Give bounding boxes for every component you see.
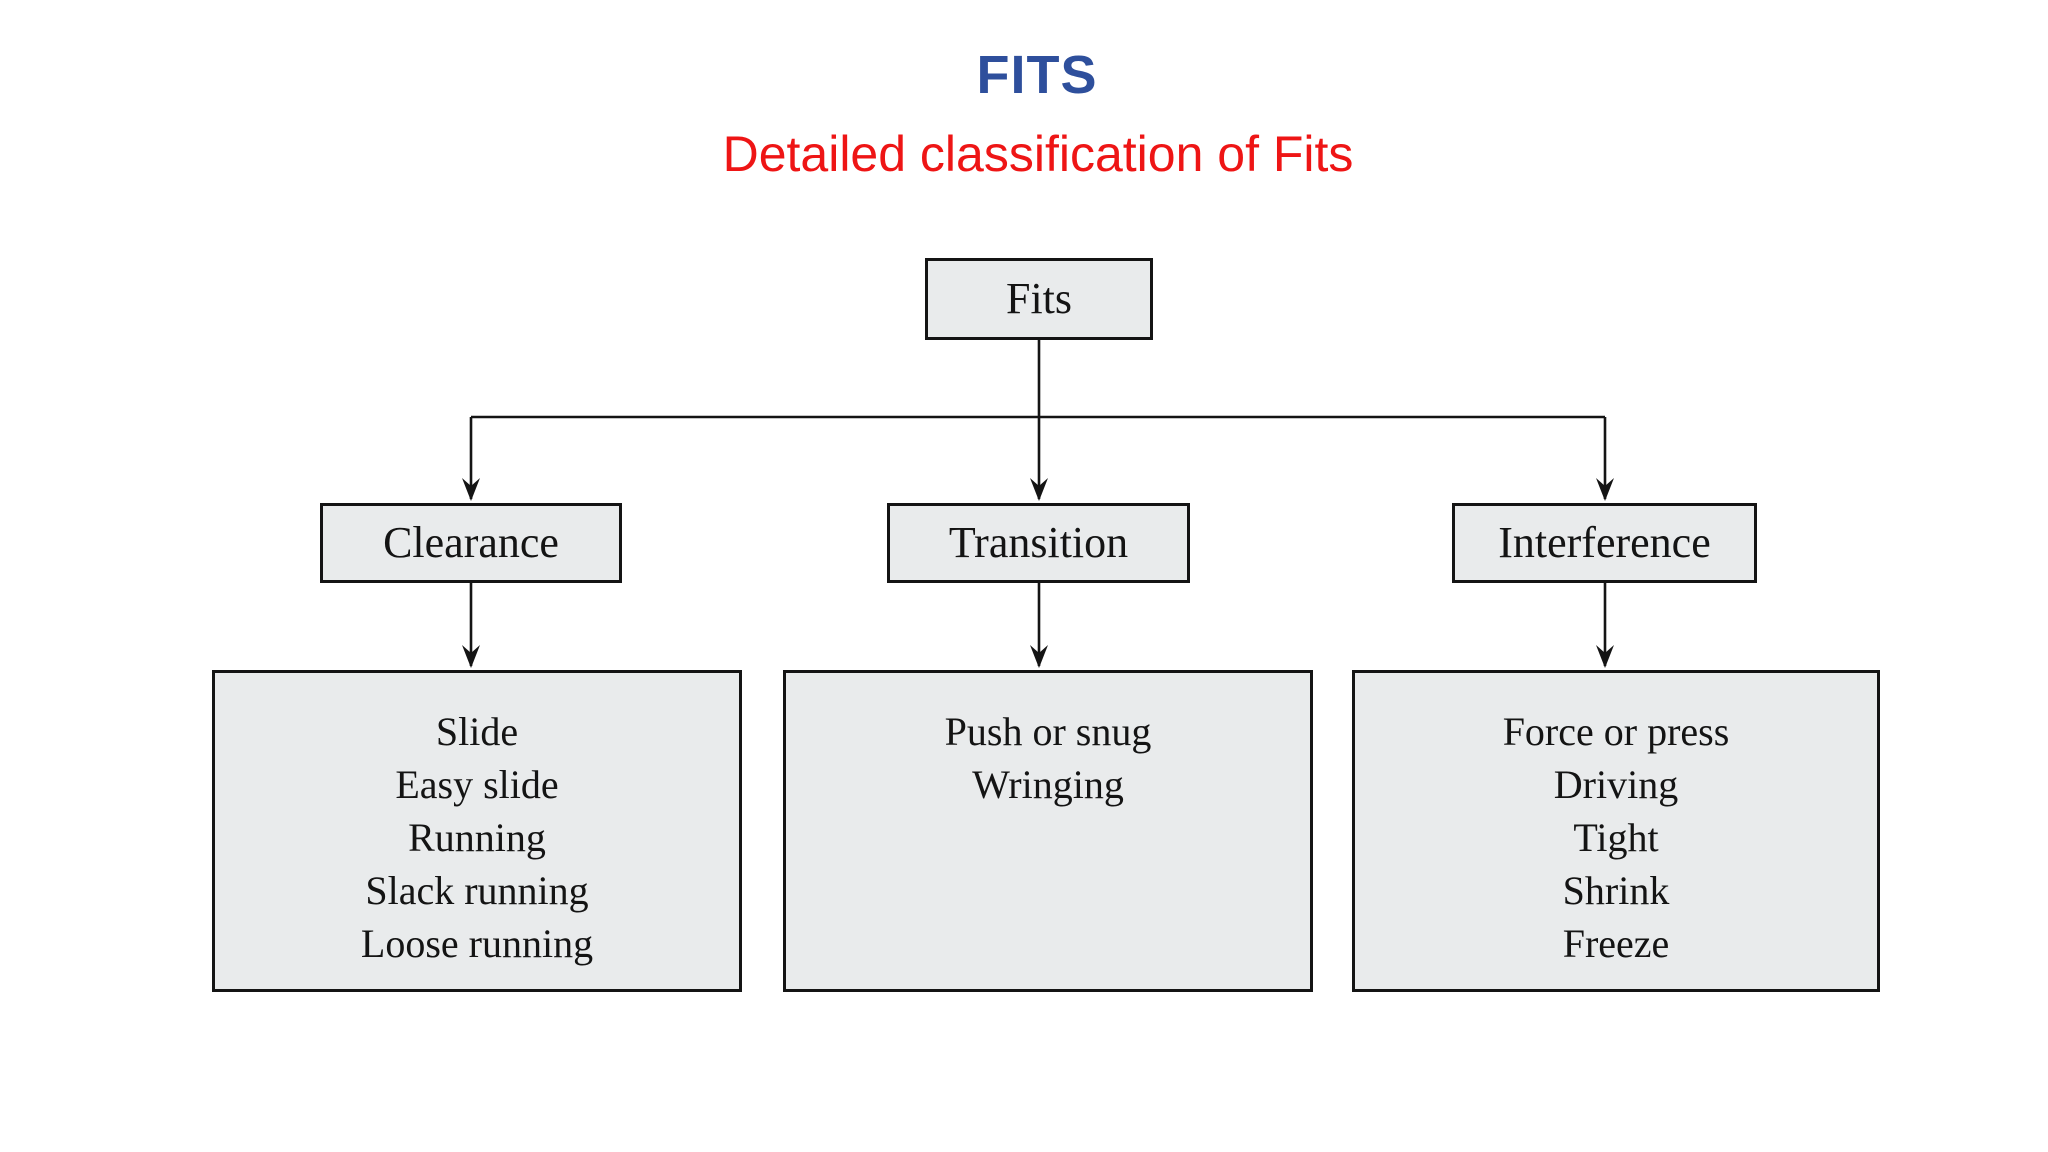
arrow-down-icon	[1596, 478, 1614, 501]
interference-fit-types-box: Force or press Driving Tight Shrink Free…	[1352, 670, 1880, 992]
list-item: Force or press	[1502, 709, 1730, 754]
page-subtitle: Detailed classification of Fits	[722, 126, 1354, 182]
list-item: Tight	[1573, 815, 1659, 860]
arrow-down-icon	[1030, 478, 1048, 501]
node-transition: Transition	[887, 503, 1190, 583]
list-item: Freeze	[1562, 921, 1670, 966]
node-fits: Fits	[925, 258, 1153, 340]
node-transition-label: Transition	[948, 518, 1129, 567]
list-item: Driving	[1553, 762, 1679, 807]
list-item: Easy slide	[395, 762, 559, 807]
arrow-down-icon	[1030, 645, 1048, 668]
arrow-down-icon	[462, 645, 480, 668]
list-item: Loose running	[360, 921, 594, 966]
list-item: Shrink	[1562, 868, 1670, 913]
arrowheads	[462, 478, 1614, 668]
clearance-fit-types-box: Slide Easy slide Running Slack running L…	[212, 670, 742, 992]
node-fits-label: Fits	[1005, 274, 1073, 323]
node-interference-label: Interference	[1498, 518, 1711, 567]
arrow-down-icon	[1596, 645, 1614, 668]
list-item: Wringing	[972, 762, 1124, 807]
page-title: FITS	[976, 45, 1098, 105]
node-clearance-label: Clearance	[383, 518, 559, 567]
list-item: Slack running	[365, 868, 589, 913]
node-interference: Interference	[1452, 503, 1757, 583]
list-item: Slide	[435, 709, 519, 754]
arrow-down-icon	[462, 478, 480, 501]
transition-fit-types-box: Push or snug Wringing	[783, 670, 1313, 992]
node-clearance: Clearance	[320, 503, 622, 583]
list-item: Push or snug	[944, 709, 1152, 754]
list-item: Running	[408, 815, 546, 860]
tree-lines	[469, 340, 1607, 666]
